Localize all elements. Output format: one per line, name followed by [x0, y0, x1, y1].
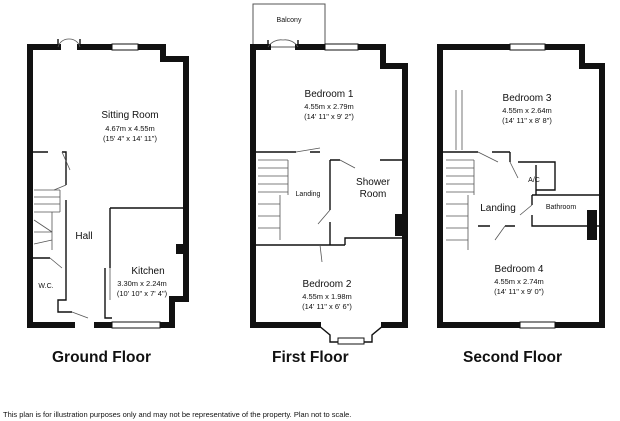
sitting-room-imperial: (15' 4" x 14' 11") — [103, 134, 157, 143]
bedroom3-imperial: (14' 11" x 8' 8") — [502, 116, 552, 125]
first-floor-plan: Balcony Bedroom 1 4.55m x 2.79m (14' 11"… — [250, 3, 408, 345]
balcony-outline — [252, 3, 326, 48]
plan-disclaimer: This plan is for illustration purposes o… — [3, 410, 352, 419]
hall-name: Hall — [75, 231, 92, 242]
ground-boiler-block — [176, 244, 184, 254]
balcony-name: Balcony — [277, 17, 302, 24]
first-front-window — [337, 337, 365, 345]
second-internal-doors — [477, 151, 533, 241]
bedroom3-name: Bedroom 3 — [503, 93, 552, 104]
bedroom4-name: Bedroom 4 — [495, 264, 544, 275]
first-balcony-french-doors — [267, 39, 299, 48]
first-floor-label: First Floor — [272, 349, 349, 366]
ground-front-window — [111, 321, 161, 329]
ground-rear-french-doors — [57, 38, 81, 48]
ground-floor-outer-wall — [27, 44, 189, 328]
kitchen-imperial: (10' 10" x 7' 4") — [117, 289, 168, 298]
landing1-name: Landing — [296, 191, 321, 198]
bedroom3-metric: 4.55m x 2.64m — [502, 106, 552, 115]
second-floor-label: Second Floor — [463, 349, 563, 366]
second-rear-window — [509, 43, 546, 51]
first-rear-window — [324, 43, 359, 51]
bedroom2-name: Bedroom 2 — [303, 279, 352, 290]
kitchen-name: Kitchen — [131, 266, 164, 277]
second-floor-plan: Bedroom 3 4.55m x 2.64m (14' 11" x 8' 8"… — [437, 43, 605, 329]
first-staircase — [258, 159, 289, 240]
bedroom1-metric: 4.55m x 2.79m — [304, 102, 354, 111]
ac-name: A/C — [528, 177, 540, 184]
ground-internal-walls — [30, 151, 186, 319]
bathroom-name: Bathroom — [546, 204, 577, 211]
bedroom4-metric: 4.55m x 2.74m — [494, 277, 544, 286]
first-internal-walls — [253, 151, 405, 246]
wc-name: W.C. — [38, 283, 53, 290]
second-staircase — [446, 159, 475, 250]
shower-room-name-line2: Room — [360, 189, 387, 200]
landing2-name: Landing — [480, 203, 516, 214]
second-front-window — [519, 321, 556, 329]
bedroom3-wardrobe — [455, 90, 463, 150]
ground-rear-window — [111, 43, 139, 51]
ground-floor-label: Ground Floor — [52, 349, 152, 366]
bedroom1-imperial: (14' 11" x 9' 2") — [304, 112, 354, 121]
second-floor-outer-wall — [437, 44, 605, 328]
shower-room-fixture — [395, 214, 404, 236]
ground-staircase — [33, 189, 61, 250]
ground-internal-doors — [49, 151, 111, 319]
first-floor-outer-wall — [250, 44, 408, 328]
shower-room-name-line1: Shower — [356, 177, 391, 188]
kitchen-metric: 3.30m x 2.24m — [117, 279, 167, 288]
bedroom2-metric: 4.55m x 1.98m — [302, 292, 352, 301]
sitting-room-metric: 4.67m x 4.55m — [105, 124, 155, 133]
second-internal-walls — [440, 151, 602, 227]
bedroom4-imperial: (14' 11" x 9' 0") — [494, 287, 544, 296]
sitting-room-name: Sitting Room — [101, 110, 158, 121]
bedroom1-name: Bedroom 1 — [305, 89, 354, 100]
bedroom2-imperial: (14' 11" x 6' 6") — [302, 302, 352, 311]
bathroom-fixture — [587, 210, 597, 240]
ground-floor-plan: Sitting Room 4.67m x 4.55m (15' 4" x 14'… — [27, 38, 189, 329]
first-internal-doors — [295, 147, 356, 263]
